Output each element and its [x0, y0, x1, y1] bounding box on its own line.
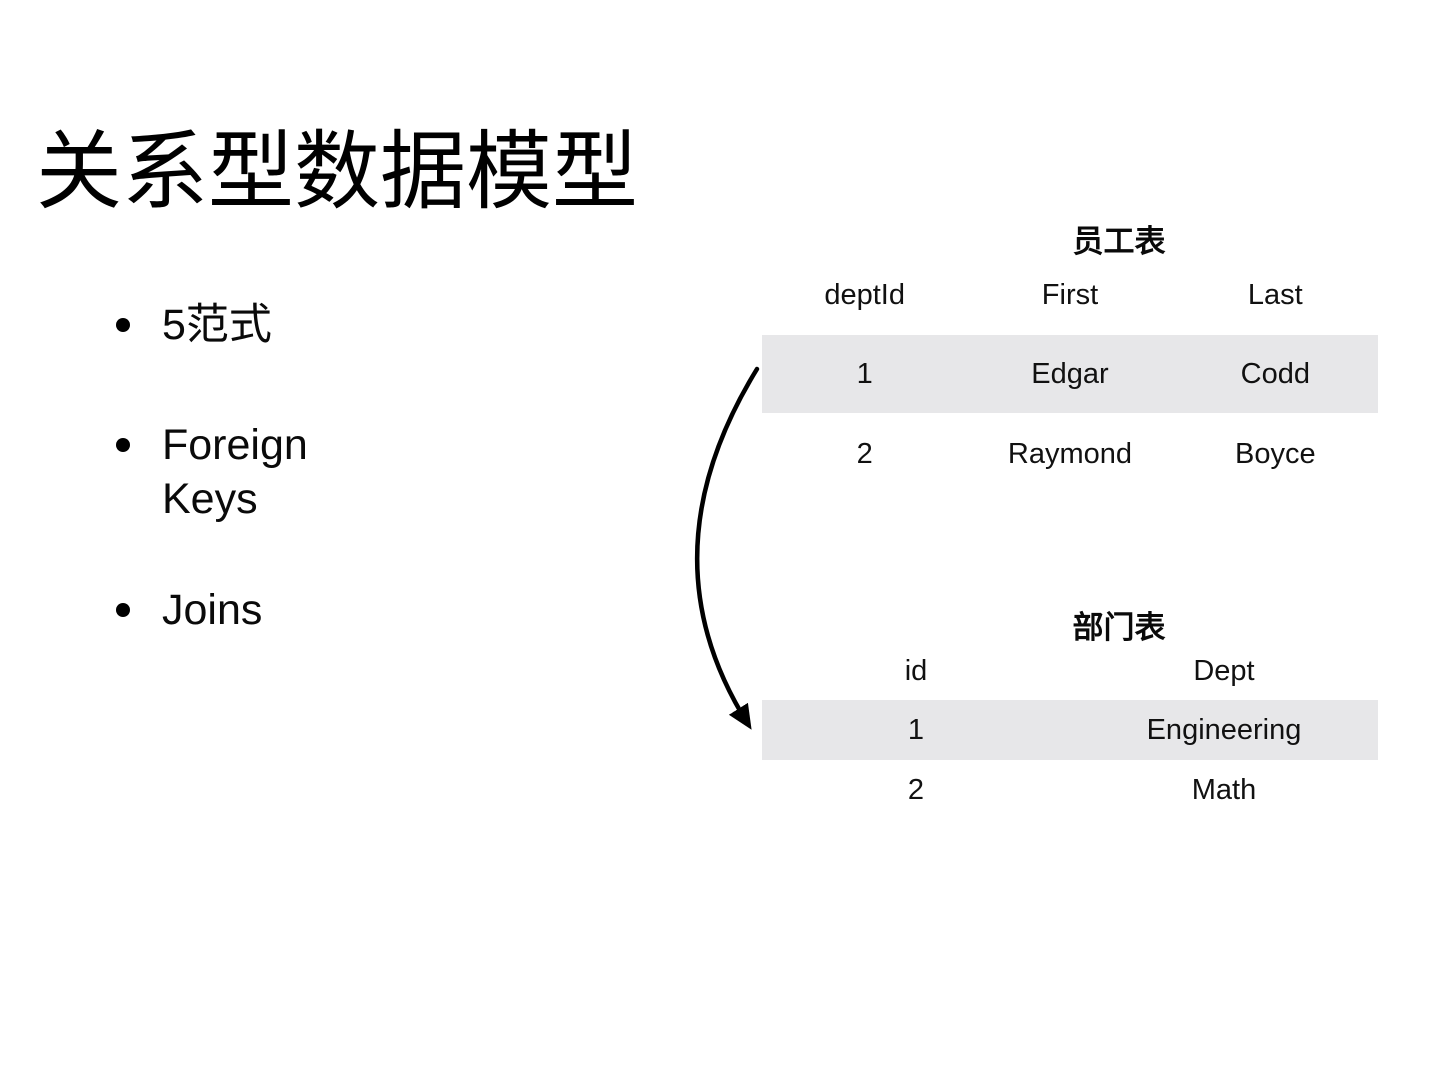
employee-row1-last: Codd	[1240, 357, 1310, 390]
employee-row2-first: Raymond	[1007, 437, 1133, 470]
department-table-row-1: 1 Engineering	[762, 700, 1378, 760]
employee-table-title: 员工表	[1072, 224, 1166, 259]
page-title: 关系型数据模型	[36, 121, 638, 222]
employee-row1-deptid: 1	[856, 357, 873, 390]
arrow-curve	[695, 366, 760, 730]
employee-row2-last: Boyce	[1235, 437, 1316, 470]
employee-row2-deptid: 2	[856, 437, 873, 470]
department-row1-dept: Engineering	[1146, 713, 1302, 746]
department-header-dept: Dept	[1193, 654, 1255, 687]
department-header-id: id	[904, 654, 928, 687]
employee-table-header: deptId First Last	[762, 256, 1378, 335]
department-row2-id: 2	[907, 773, 925, 806]
department-row1-id: 1	[907, 713, 925, 746]
employee-table-row-1: 1 Edgar Codd	[762, 335, 1378, 413]
employee-header-last: Last	[1247, 279, 1303, 311]
bullet-list: 5范式 Foreign Keys Joins	[108, 298, 367, 637]
employee-row1-first: Edgar	[1031, 357, 1109, 390]
department-table-row-2: 2 Math	[762, 760, 1378, 820]
bullet-item-joins: Joins	[108, 583, 367, 637]
bullet-item-foreign-keys: Foreign Keys	[108, 418, 367, 526]
department-row2-dept: Math	[1191, 773, 1257, 806]
department-table-title: 部门表	[1072, 610, 1166, 645]
bullet-item-5nf: 5范式	[108, 298, 367, 352]
employee-header-first: First	[1041, 279, 1099, 311]
department-table-header: id Dept	[762, 642, 1378, 700]
employee-table-row-2: 2 Raymond Boyce	[762, 413, 1378, 495]
employee-header-deptid: deptId	[824, 279, 905, 311]
